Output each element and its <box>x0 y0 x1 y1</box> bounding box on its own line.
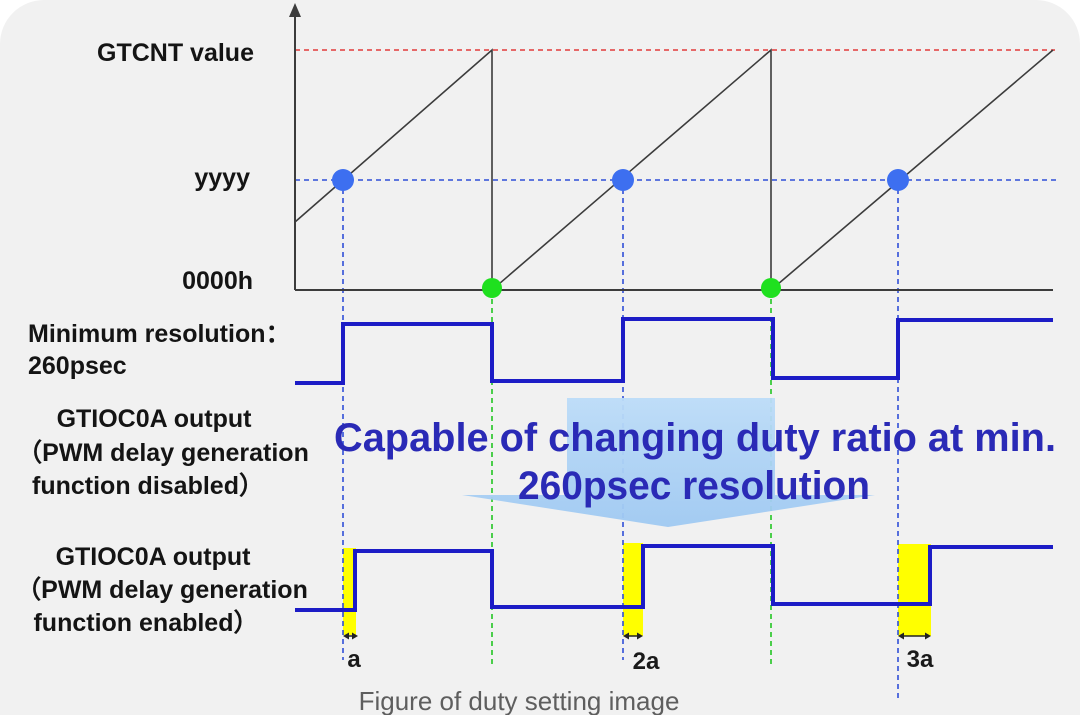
figure-caption: Figure of duty setting image <box>359 686 680 715</box>
output-waveform-disabled <box>295 317 1053 385</box>
delay-highlight-a <box>343 548 356 635</box>
output-disabled-label-line3: function disabled） <box>32 471 264 500</box>
y-axis-arrowhead <box>289 3 301 17</box>
output-enabled-label-line3: function enabled） <box>33 608 258 637</box>
compare-match-guides <box>342 180 899 700</box>
delay-arrow-3a <box>898 632 931 640</box>
output-enabled-label-line2: （PWM delay generation <box>16 575 308 604</box>
delay-label-3a: 3a <box>907 646 934 673</box>
delay-arrow-2a <box>623 632 643 640</box>
delay-highlights <box>343 543 931 636</box>
delay-label-a: a <box>347 646 361 673</box>
counter-level-zero-label: 0000h <box>182 267 253 295</box>
delay-highlight-3a <box>898 544 931 636</box>
counter-zero-dot-2 <box>761 278 781 298</box>
compare-match-dots <box>332 169 909 191</box>
resolution-note-line1: Minimum resolution： <box>28 320 291 348</box>
delay-label-2a: 2a <box>633 648 660 675</box>
counter-axis-title: GTCNT value <box>97 39 254 67</box>
output-disabled-label-line2: （PWM delay generation <box>17 438 309 467</box>
output-enabled-label-line1: GTIOC0A output <box>56 543 252 571</box>
output-waveform-enabled <box>295 544 1053 612</box>
delay-highlight-2a <box>623 543 643 636</box>
compare-match-dot-3 <box>887 169 909 191</box>
output-disabled-label-line1: GTIOC0A output <box>57 405 253 433</box>
counter-sawtooth <box>294 48 1054 292</box>
counter-level-mid-label: yyyy <box>194 164 250 192</box>
callout-arrow <box>462 398 875 527</box>
counter-zero-dots <box>482 278 781 298</box>
compare-match-dot-1 <box>332 169 354 191</box>
counter-zero-dot-1 <box>482 278 502 298</box>
delay-arrow-a <box>343 632 358 640</box>
resolution-note-line2: 260psec <box>28 352 127 380</box>
callout-line2: 260psec resolution <box>518 464 870 508</box>
compare-match-dot-2 <box>612 169 634 191</box>
callout-line1: Capable of changing duty ratio at min. <box>334 416 1056 460</box>
